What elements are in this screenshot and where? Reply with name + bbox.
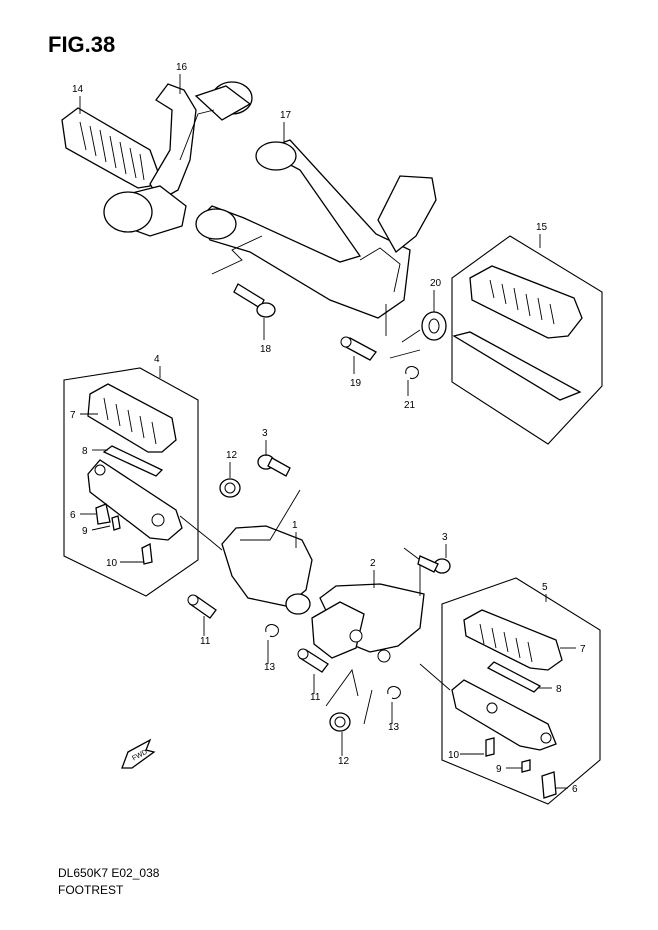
callout-8: 8 bbox=[82, 446, 88, 457]
clip-13-right bbox=[387, 686, 401, 699]
callout-7: 7 bbox=[580, 644, 586, 655]
callout-8: 8 bbox=[556, 684, 562, 695]
callout-12: 12 bbox=[338, 756, 350, 767]
callout-13: 13 bbox=[388, 722, 400, 733]
footrest-14 bbox=[61, 107, 159, 189]
pin-19 bbox=[340, 336, 377, 361]
callout-13: 13 bbox=[264, 662, 276, 673]
figure-title: FIG.38 bbox=[48, 32, 116, 57]
callout-7: 7 bbox=[70, 410, 76, 421]
callout-18: 18 bbox=[260, 344, 272, 355]
footrest-4-box bbox=[63, 367, 199, 597]
callout-3: 3 bbox=[442, 532, 448, 543]
callout-2: 2 bbox=[370, 558, 376, 569]
bracket-1 bbox=[179, 489, 313, 615]
footrest-15-box bbox=[451, 235, 603, 445]
bracket-2 bbox=[311, 547, 425, 663]
callout-5: 5 bbox=[542, 582, 548, 593]
clip-21 bbox=[405, 366, 419, 379]
callout-17: 17 bbox=[280, 110, 292, 121]
callout-6: 6 bbox=[572, 784, 578, 795]
callout-10: 10 bbox=[448, 750, 460, 761]
bracket-16 bbox=[103, 81, 253, 237]
callout-4: 4 bbox=[154, 354, 160, 365]
callout-11: 11 bbox=[310, 692, 321, 703]
callout-19: 19 bbox=[350, 378, 362, 389]
clip-13-left bbox=[265, 624, 279, 637]
bolt-3-upper bbox=[257, 454, 291, 477]
callout-9: 9 bbox=[82, 526, 88, 537]
spring-12-upper bbox=[219, 478, 241, 498]
bracket-17 bbox=[195, 139, 437, 319]
callout-11: 11 bbox=[200, 636, 211, 647]
pin-11-right bbox=[297, 648, 329, 673]
bolt-18 bbox=[233, 283, 276, 318]
footrest-5-box bbox=[441, 577, 601, 805]
callout-leaders bbox=[79, 74, 576, 789]
callout-20: 20 bbox=[430, 278, 442, 289]
bolt-3-lower bbox=[417, 555, 451, 574]
callout-10: 10 bbox=[106, 558, 118, 569]
pin-11-left bbox=[187, 594, 217, 619]
figure-code: DL650K7 E02_038 bbox=[58, 866, 160, 880]
spring-12-lower bbox=[329, 712, 351, 732]
callout-9: 9 bbox=[496, 764, 502, 775]
callout-3: 3 bbox=[262, 428, 268, 439]
callout-15: 15 bbox=[536, 222, 548, 233]
callout-1: 1 bbox=[292, 520, 298, 531]
callout-12: 12 bbox=[226, 450, 238, 461]
callout-16: 16 bbox=[176, 62, 188, 73]
figure-name: FOOTREST bbox=[58, 883, 124, 897]
fwd-arrow-icon: FWD bbox=[121, 738, 156, 769]
washer-20 bbox=[421, 311, 447, 341]
callout-21: 21 bbox=[404, 400, 416, 411]
callout-14: 14 bbox=[72, 84, 84, 95]
callout-6: 6 bbox=[70, 510, 76, 521]
